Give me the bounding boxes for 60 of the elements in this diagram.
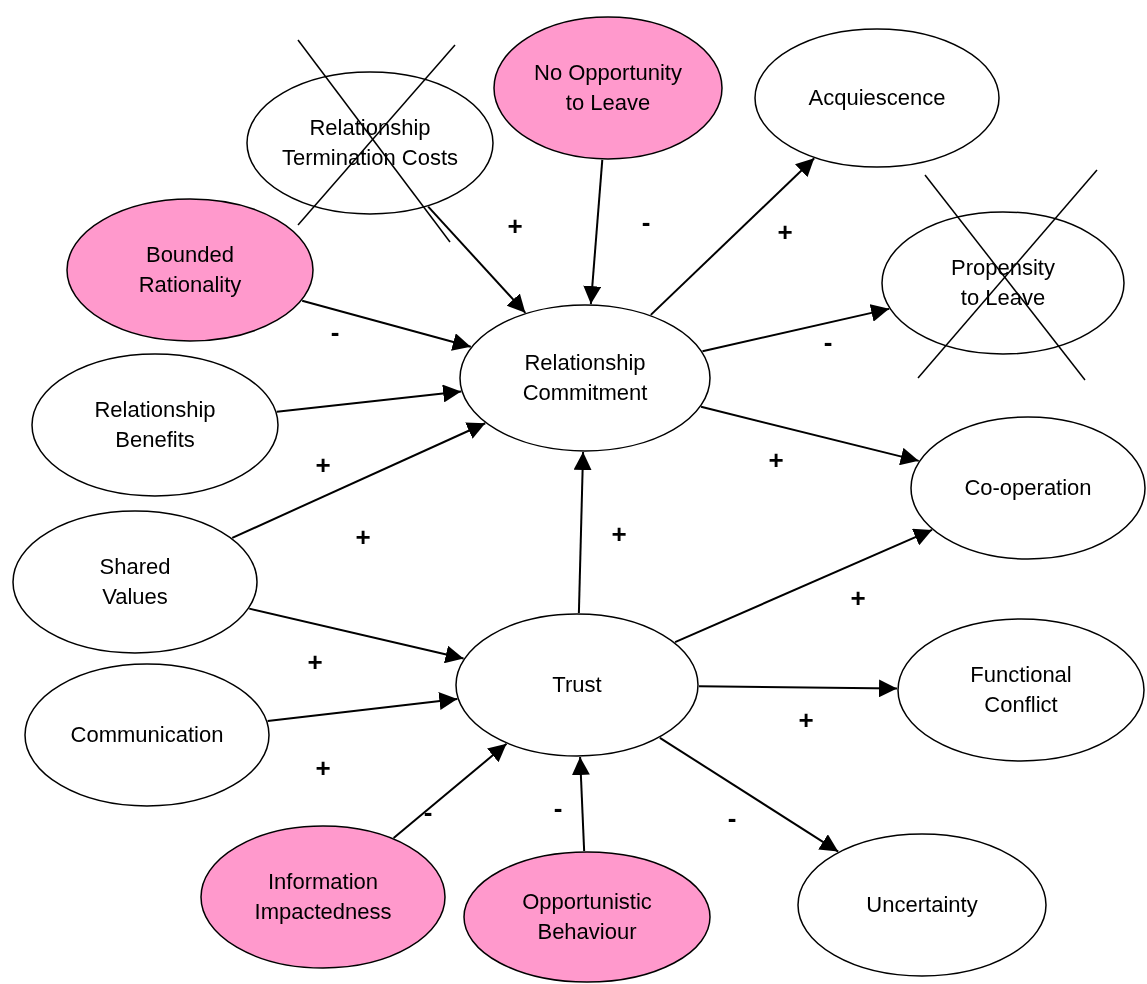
oval-node	[881, 211, 1125, 355]
node-label: Relationship Benefits	[93, 396, 217, 454]
sign-label: -	[423, 799, 433, 825]
oval-node	[459, 304, 711, 452]
oval-node	[910, 416, 1146, 560]
oval-node	[754, 28, 1000, 168]
oval-node	[31, 353, 279, 497]
node-label: Information Impactedness	[253, 868, 393, 926]
sign-label: +	[307, 649, 323, 675]
sign-label: +	[768, 447, 784, 473]
oval-node	[455, 613, 699, 757]
sign-label: +	[611, 521, 627, 547]
node-label: Bounded Rationality	[137, 241, 243, 299]
sign-label: +	[850, 585, 866, 611]
sign-label: -	[823, 329, 833, 355]
oval-node	[897, 618, 1145, 762]
arrow	[248, 607, 465, 664]
node-label: Functional Conflict	[969, 661, 1073, 719]
arrow	[266, 692, 459, 722]
node-label: Trust	[551, 671, 603, 699]
arrow	[427, 205, 527, 314]
node-label: Relationship Commitment	[521, 349, 649, 407]
arrow	[231, 422, 487, 539]
oval-node	[493, 16, 723, 160]
arrow	[658, 736, 840, 853]
arrow	[275, 384, 463, 413]
node-label: Communication	[69, 721, 225, 749]
node-label: No Opportunity to Leave	[533, 59, 683, 117]
sign-label: +	[355, 524, 371, 550]
arrow	[573, 451, 592, 614]
sign-label: +	[507, 213, 523, 239]
node-label: Shared Values	[98, 553, 172, 611]
sign-label: +	[315, 452, 331, 478]
arrow	[700, 405, 920, 466]
sign-label: -	[641, 209, 651, 235]
node-label: Acquiescence	[807, 84, 947, 112]
oval-node	[797, 833, 1047, 977]
node-label: Opportunistic Behaviour	[521, 888, 653, 946]
arrow	[649, 157, 816, 316]
oval-node	[12, 510, 258, 654]
node-label: Co-operation	[963, 474, 1093, 502]
arrow	[674, 528, 934, 644]
arrow	[392, 742, 508, 840]
arrow	[701, 304, 891, 353]
sign-label: +	[798, 707, 814, 733]
sign-label: -	[553, 795, 563, 821]
oval-node	[463, 851, 711, 983]
sign-label: +	[777, 219, 793, 245]
oval-node	[200, 825, 446, 969]
arrow	[698, 679, 898, 698]
oval-node	[66, 198, 314, 342]
arrow	[301, 299, 472, 351]
oval-node	[24, 663, 270, 807]
node-label: Uncertainty	[865, 891, 979, 919]
arrow	[583, 158, 604, 306]
sign-label: -	[727, 805, 737, 831]
oval-node	[246, 71, 494, 215]
sign-label: -	[330, 319, 340, 345]
arrow	[571, 756, 590, 852]
sign-label: +	[315, 755, 331, 781]
